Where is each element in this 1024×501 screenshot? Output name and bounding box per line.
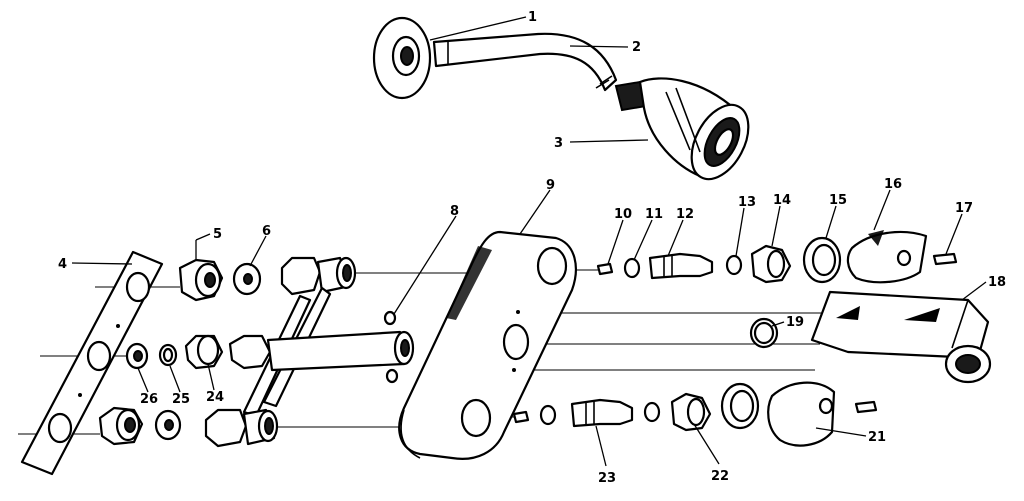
part-bonnet-nut-lower [670, 392, 712, 432]
part-sleeve-lower [720, 382, 760, 430]
part-tub-spout [810, 290, 992, 384]
callout-2: 2 [632, 40, 641, 55]
part-valve-pipe-assembly [204, 256, 415, 448]
callout-19: 19 [786, 315, 804, 330]
part-hex-nut-upper [178, 258, 224, 302]
callout-11: 11 [645, 207, 663, 222]
part-stem-upper [648, 252, 714, 280]
callout-21: 21 [868, 430, 886, 445]
part-handle-screw-lower [854, 400, 878, 414]
callout-26: 26 [140, 392, 158, 407]
part-stem-washer-upper [623, 257, 641, 279]
part-flange [372, 16, 432, 100]
part-spout-gasket [749, 317, 779, 349]
leader-lines [71, 16, 987, 467]
part-handle-screw-upper [932, 252, 958, 266]
callout-25: 25 [172, 392, 190, 407]
callout-4: 4 [58, 257, 67, 272]
part-stem-screw-lower [512, 410, 530, 424]
part-stem-ring-upper [725, 254, 743, 276]
callout-5: 5 [213, 227, 222, 242]
callout-14: 14 [773, 193, 791, 208]
callout-24: 24 [206, 390, 224, 405]
part-screws-escutcheon [383, 310, 399, 384]
callout-9: 9 [546, 178, 555, 193]
callout-8: 8 [450, 204, 459, 219]
part-bonnet-nut-upper [750, 244, 792, 284]
part-hex-nut-center [184, 334, 224, 370]
callout-16: 16 [884, 177, 902, 192]
callout-labels: 1 2 3 4 5 6 8 9 10 11 12 13 14 15 16 17 … [58, 10, 1006, 486]
callout-1: 1 [528, 10, 537, 25]
callout-12: 12 [676, 207, 694, 222]
part-escutcheon [398, 230, 577, 460]
part-stem-screw-upper [596, 262, 614, 276]
part-handle-upper [846, 230, 928, 284]
callout-13: 13 [738, 195, 756, 210]
part-washer-lower [154, 409, 182, 441]
callout-23: 23 [598, 471, 616, 486]
part-stem-washer-lower [539, 404, 557, 426]
part-washer-upper [232, 262, 262, 296]
callout-22: 22 [711, 469, 729, 484]
part-stem-lower [570, 398, 634, 428]
part-stem-ring-lower [643, 401, 661, 423]
callout-15: 15 [829, 193, 847, 208]
callout-6: 6 [262, 224, 271, 239]
part-sleeve-upper [802, 236, 842, 284]
callout-3: 3 [554, 136, 563, 151]
part-wall-plate [20, 250, 164, 476]
part-shower-arm [432, 32, 618, 92]
part-o-ring [158, 343, 178, 367]
part-handle-lower [767, 381, 836, 447]
callout-18: 18 [988, 275, 1006, 290]
callout-10: 10 [614, 207, 632, 222]
callout-17: 17 [955, 201, 973, 216]
part-shower-head [614, 77, 750, 181]
part-hex-nut-lower [98, 406, 144, 446]
part-washer-center [125, 342, 149, 370]
